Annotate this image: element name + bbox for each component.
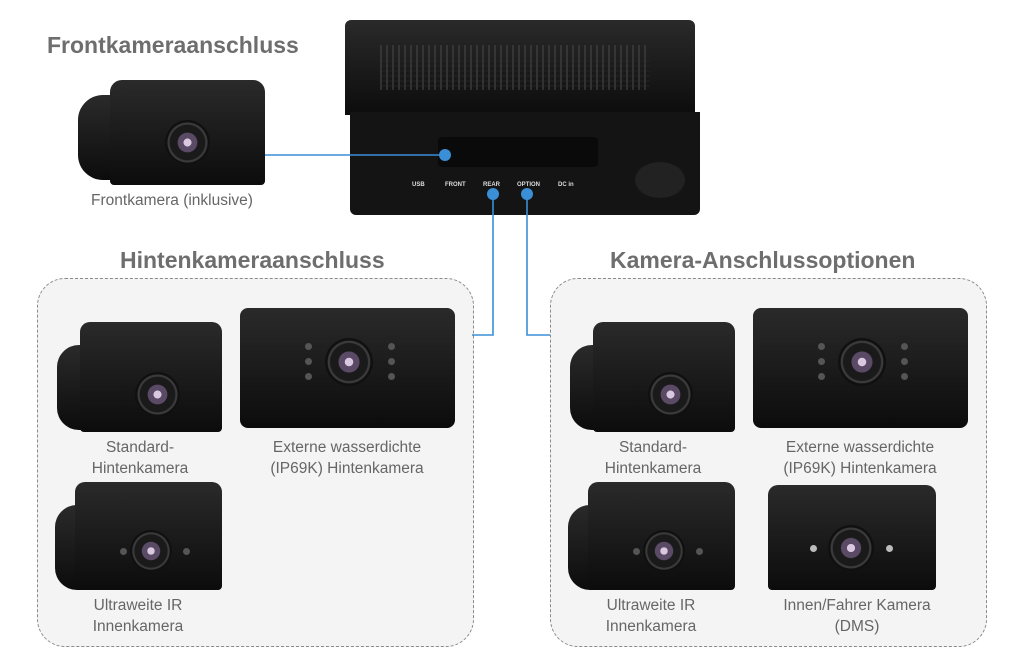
port-option: OPTION — [517, 182, 541, 188]
standard-rear-camera — [593, 322, 735, 432]
ip69k-rear-camera — [753, 308, 968, 428]
port-usb: USB — [412, 182, 425, 188]
lens-icon — [135, 372, 180, 417]
lens-icon — [643, 530, 685, 572]
mount-knob — [635, 162, 685, 198]
ip69k-rear-camera — [240, 308, 455, 428]
front-camera — [110, 80, 265, 185]
caption: Standard-Hintenkamera — [91, 439, 189, 477]
option-dot — [521, 188, 533, 200]
rear-dot — [487, 188, 499, 200]
lens-icon — [165, 120, 210, 165]
dms-camera — [768, 485, 936, 590]
ir-interior-camera — [75, 482, 222, 590]
caption: Externe wasserdichte(IP69K) Hintenkamera — [783, 439, 937, 477]
front-heading: Frontkameraanschluss — [47, 32, 299, 58]
options-heading: Kamera-Anschlussoptionen — [610, 247, 916, 273]
caption: Externe wasserdichte(IP69K) Hintenkamera — [270, 439, 424, 477]
lens-icon — [130, 530, 172, 572]
lens-icon — [838, 338, 886, 386]
port-dc-in: DC in — [558, 182, 574, 188]
lens-icon — [828, 525, 874, 571]
rear-line — [472, 195, 494, 336]
port-rear: REAR — [483, 182, 501, 188]
port-front: FRONT — [445, 182, 466, 188]
front-dot — [439, 149, 451, 161]
vent-grille — [380, 45, 650, 90]
lens-icon — [325, 338, 373, 386]
option-line — [526, 195, 550, 336]
rear-heading: Hintenkameraanschluss — [120, 247, 385, 273]
caption: Standard-Hintenkamera — [604, 439, 702, 477]
caption: Innen/Fahrer Kamera(DMS) — [783, 597, 931, 635]
front-camera-caption: Frontkamera (inklusive) — [91, 192, 253, 209]
standard-rear-camera — [80, 322, 222, 432]
ir-interior-camera — [588, 482, 735, 590]
lens-icon — [648, 372, 693, 417]
dashcam-unit — [345, 20, 695, 115]
